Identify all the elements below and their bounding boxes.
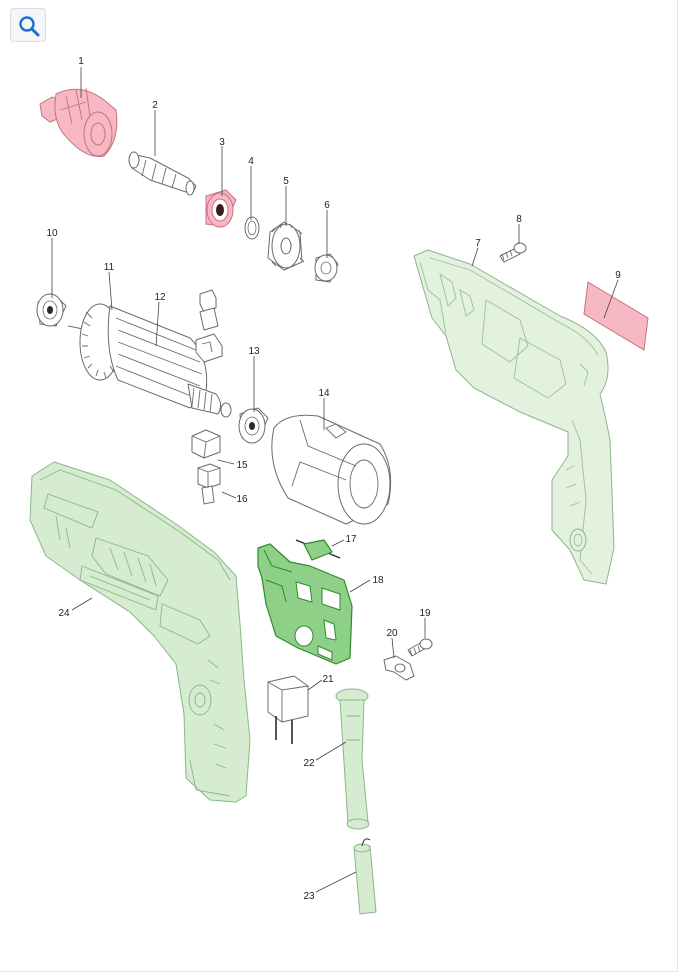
callout-6: 6: [324, 200, 330, 211]
part-1-drill-chuck[interactable]: [39, 87, 118, 157]
part-12-brush-holder[interactable]: [195, 289, 223, 363]
callout-21: 21: [322, 674, 334, 685]
part-8-screw[interactable]: [499, 242, 527, 263]
part-5-spur-gear[interactable]: [267, 221, 305, 271]
part-9-nameplate-label[interactable]: [583, 281, 649, 351]
part-2-spindle[interactable]: [128, 151, 197, 196]
callout-24: 24: [58, 608, 70, 619]
callout-11: 11: [104, 262, 115, 273]
callout-labels: 1 2 3 4 5 6 7 8 9 10 11 12 13 14 15 16 1…: [46, 56, 621, 902]
callout-8: 8: [516, 214, 522, 225]
callout-4: 4: [248, 156, 254, 167]
magnifier-icon: [19, 16, 40, 37]
callout-2: 2: [152, 100, 158, 111]
callout-12: 12: [154, 292, 166, 303]
callout-7: 7: [475, 238, 481, 249]
part-16-carbon-brush[interactable]: [197, 463, 221, 505]
part-11-armature[interactable]: [67, 303, 232, 418]
part-15-brush-cap[interactable]: [191, 429, 221, 459]
part-24-housing-half[interactable]: [29, 461, 251, 803]
zoom-button[interactable]: [10, 8, 46, 42]
callout-10: 10: [46, 228, 58, 239]
leader-lines: [51, 67, 619, 893]
part-4-retaining-ring[interactable]: [244, 216, 260, 240]
part-19-screw[interactable]: [407, 638, 433, 657]
callout-1: 1: [78, 56, 84, 67]
part-3-ball-bearing[interactable]: [205, 189, 237, 228]
callout-20: 20: [386, 628, 398, 639]
callout-15: 15: [236, 460, 248, 471]
part-6-bearing[interactable]: [314, 253, 339, 283]
callout-19: 19: [419, 608, 431, 619]
part-13-bearing[interactable]: [238, 407, 269, 444]
callout-14: 14: [318, 388, 330, 399]
callout-9: 9: [615, 270, 621, 281]
callout-13: 13: [248, 346, 260, 357]
part-14-field-stator[interactable]: [271, 414, 392, 525]
part-10-bearing[interactable]: [36, 293, 67, 327]
callout-17: 17: [345, 534, 357, 545]
callout-22: 22: [303, 758, 315, 769]
part-7-housing-half[interactable]: [413, 249, 615, 585]
callout-3: 3: [219, 137, 225, 148]
callout-16: 16: [236, 494, 248, 505]
part-23-power-cord[interactable]: [353, 838, 377, 915]
part-18-switch-trigger[interactable]: [257, 543, 353, 665]
callout-23: 23: [303, 891, 315, 902]
part-22-cord-guard[interactable]: [335, 688, 370, 830]
part-20-cord-clamp[interactable]: [383, 655, 415, 681]
callout-18: 18: [372, 575, 384, 586]
part-17-noise-suppressor[interactable]: [295, 539, 341, 561]
callout-5: 5: [283, 176, 289, 187]
part-21-capacitor[interactable]: [267, 675, 309, 744]
